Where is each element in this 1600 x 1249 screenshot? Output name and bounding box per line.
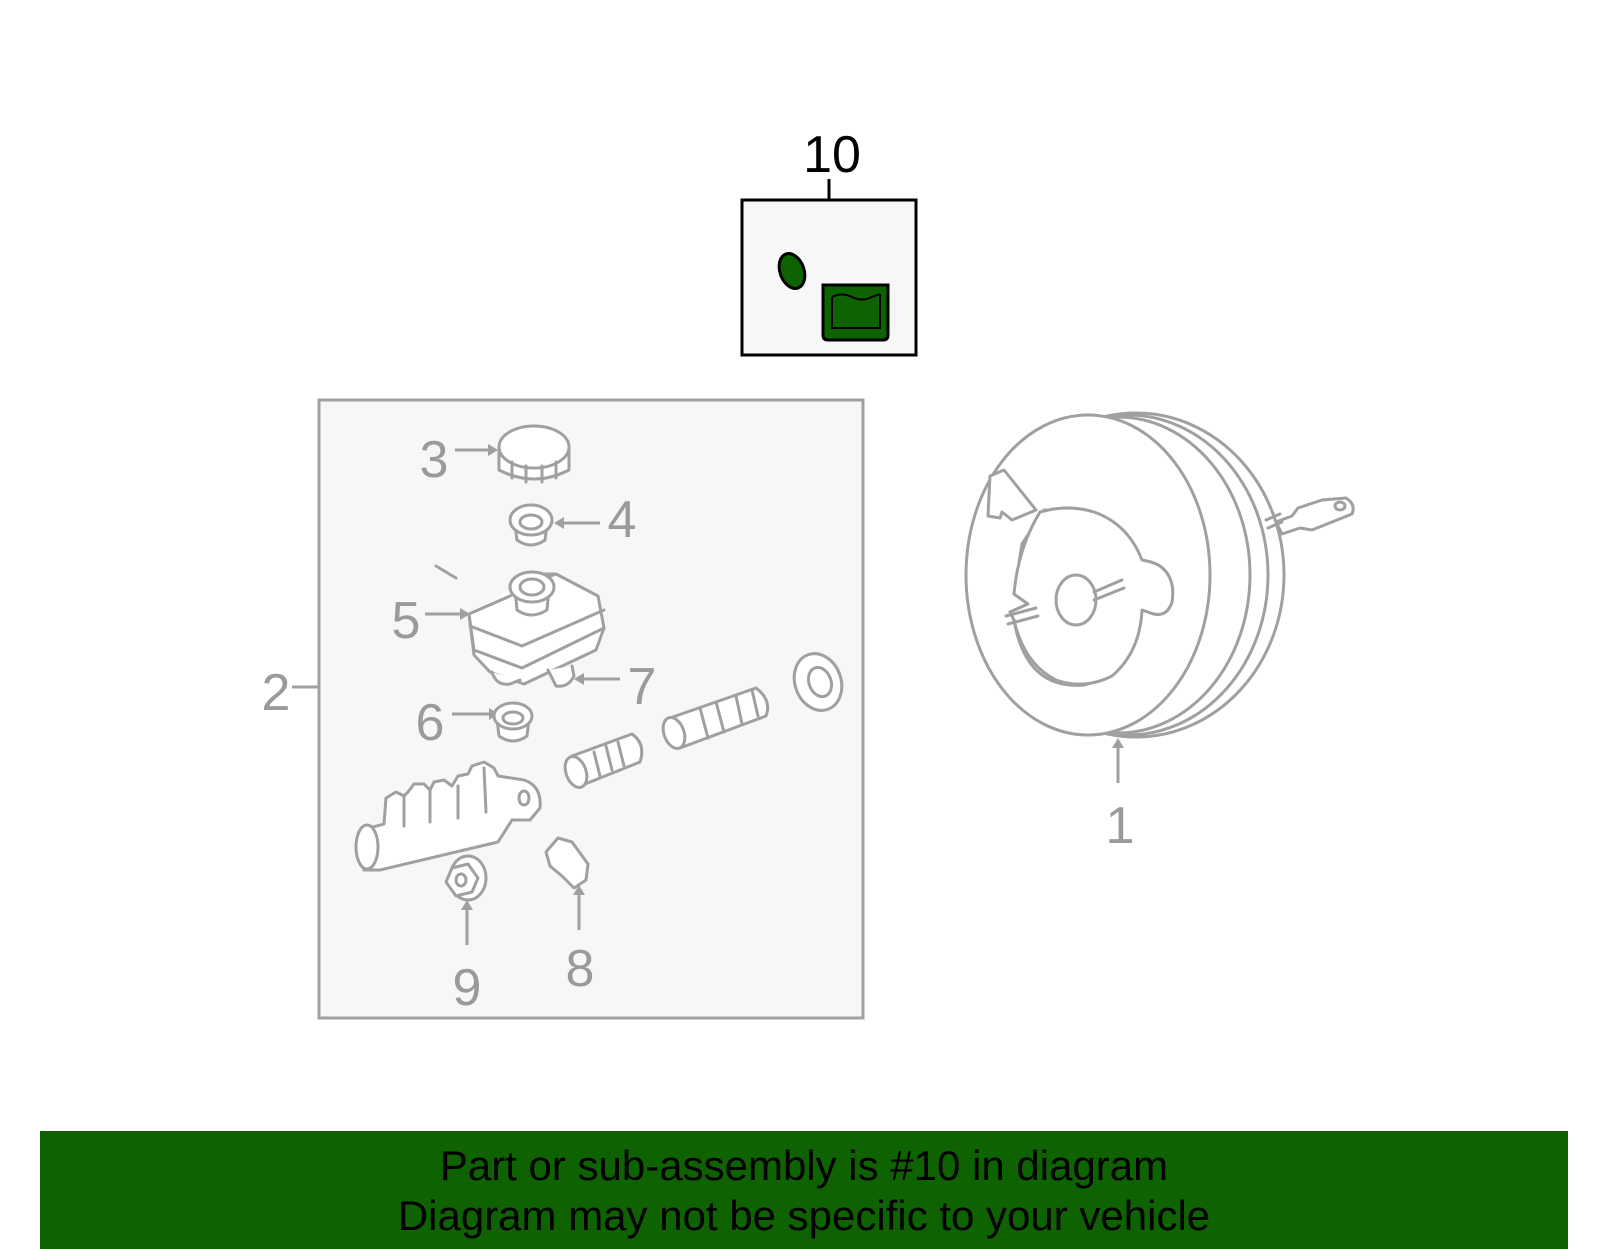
part-10-seal-icon xyxy=(777,252,807,290)
reservoir-pin xyxy=(434,564,458,580)
primary-piston-grooves xyxy=(592,740,626,778)
reservoir-seam xyxy=(468,608,606,648)
pushrod-clevis-hole xyxy=(1333,500,1347,512)
master-cylinder-mount-hole xyxy=(517,789,531,807)
part-6-grommet[interactable]: 6 xyxy=(416,694,534,752)
secondary-piston-end xyxy=(661,716,687,750)
part-5-reservoir[interactable]: 5 xyxy=(392,564,606,688)
master-cylinder-ridges xyxy=(402,766,488,828)
callout-8: 8 xyxy=(566,940,595,998)
callout-4-arrowhead xyxy=(554,517,564,529)
part-2-group[interactable]: 2 xyxy=(262,398,865,1020)
part-7-callout-group[interactable]: 7 xyxy=(574,658,656,716)
callout-1: 1 xyxy=(1106,797,1135,855)
callout-9: 9 xyxy=(453,959,482,1017)
callout-3-arrowhead xyxy=(488,444,498,456)
callout-10: 10 xyxy=(803,126,861,184)
callout-1-arrowhead xyxy=(1112,738,1124,748)
piston-assembly xyxy=(563,652,844,789)
booster-stud xyxy=(1092,578,1126,602)
grommet-4-hole xyxy=(518,513,544,531)
nut-hole xyxy=(454,872,468,888)
secondary-piston-grooves xyxy=(698,688,760,740)
callout-9-arrowhead xyxy=(461,900,473,910)
info-banner: Part or sub-assembly is #10 in diagram D… xyxy=(40,1131,1568,1249)
callout-7: 7 xyxy=(628,658,657,716)
master-cylinder-housing xyxy=(360,760,542,872)
banner-line-1: Part or sub-assembly is #10 in diagram xyxy=(439,1142,1169,1189)
part-3-reservoir-cap[interactable]: 3 xyxy=(420,424,571,489)
part-8-gasket[interactable]: 8 xyxy=(544,836,595,998)
reservoir-filler-hole xyxy=(518,577,546,597)
part-10-group[interactable]: 10 xyxy=(740,126,918,357)
primary-piston-end xyxy=(563,755,589,789)
callout-5: 5 xyxy=(392,592,421,650)
master-cylinder-body xyxy=(354,760,542,872)
reservoir-port-a xyxy=(490,670,522,686)
gasket-shape xyxy=(544,836,590,890)
booster-center-hole xyxy=(1054,573,1098,627)
booster-bracket xyxy=(986,468,1038,522)
part-9-nut[interactable]: 9 xyxy=(444,854,488,1017)
banner-line-2: Diagram may not be specific to your vehi… xyxy=(397,1192,1211,1239)
callout-3: 3 xyxy=(420,431,449,489)
callout-6: 6 xyxy=(416,694,445,752)
master-cylinder-bore xyxy=(354,823,380,871)
pushrod-rod xyxy=(1264,512,1284,530)
callout-7-arrowhead xyxy=(574,673,584,685)
reservoir-port-b xyxy=(546,664,576,688)
booster-stud-2 xyxy=(1004,606,1040,626)
part-10-fluid-container-icon xyxy=(821,283,890,342)
callout-2: 2 xyxy=(262,664,291,722)
part-4-grommet[interactable]: 4 xyxy=(508,491,637,549)
callout-5-arrowhead xyxy=(460,608,470,620)
cap-top xyxy=(497,424,571,470)
grommet-6-hole xyxy=(501,710,525,726)
cap-ridges xyxy=(510,460,558,484)
callout-8-arrowhead xyxy=(573,885,585,895)
parts-diagram: 10 2 3 4 xyxy=(262,126,1355,1020)
part-1-brake-booster[interactable]: 1 xyxy=(964,411,1355,855)
cylinder-seal-hole xyxy=(806,665,834,699)
callout-4: 4 xyxy=(608,491,637,549)
part-2-box xyxy=(317,398,865,1020)
